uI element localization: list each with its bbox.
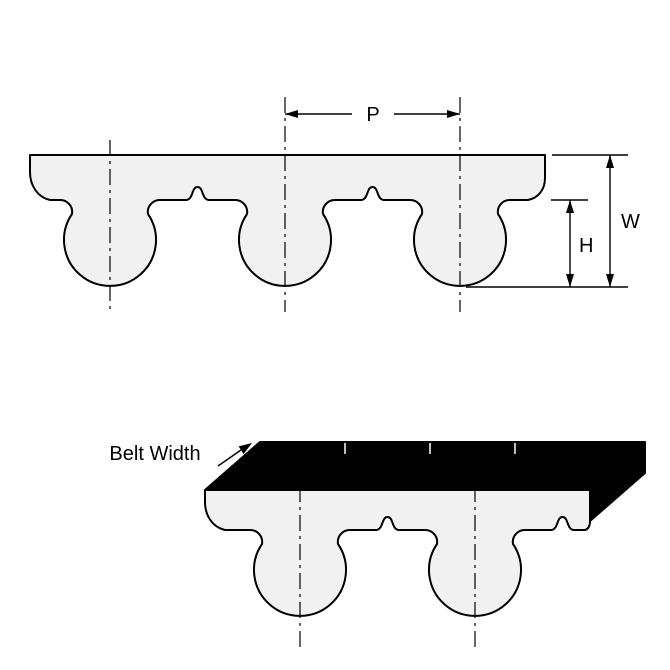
belt-thickness-dimension: W	[466, 154, 640, 288]
isometric-belt-view: Belt Width	[109, 441, 646, 652]
belt-top-surface	[204, 441, 646, 491]
pitch-label: P	[366, 104, 379, 126]
belt-width-arrow	[238, 443, 252, 454]
belt-front-face-profile	[204, 489, 591, 617]
belt-cross-section-profile	[29, 154, 546, 287]
tooth-height-dimension: H	[551, 199, 593, 287]
tooth-height-label: H	[579, 235, 593, 257]
pitch-dimension: P	[285, 104, 460, 126]
belt-width-label: Belt Width	[109, 443, 200, 465]
h-arrow-top	[566, 200, 574, 213]
w-arrow-top	[606, 155, 614, 168]
h-arrow-bottom	[566, 274, 574, 287]
pitch-arrow-left	[285, 110, 298, 118]
belt-width-annotation: Belt Width	[109, 443, 252, 467]
w-arrow-bottom	[606, 274, 614, 287]
top-view-cross-section: P W H	[29, 97, 640, 312]
belt-thickness-label: W	[621, 211, 640, 233]
belt-width-leader-line	[217, 449, 242, 467]
pitch-arrow-right	[447, 110, 460, 118]
